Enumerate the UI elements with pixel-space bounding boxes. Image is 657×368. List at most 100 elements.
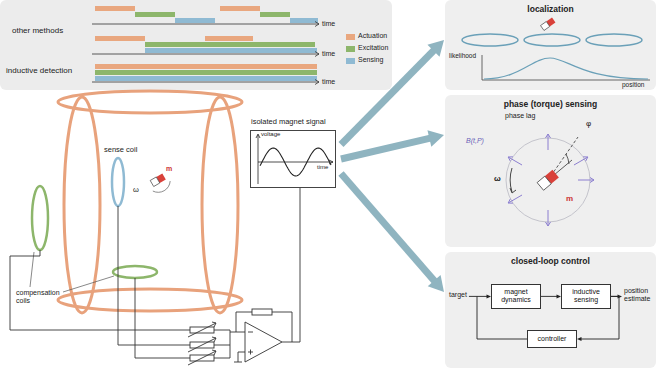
- localization-plot: [462, 34, 642, 46]
- arrow-head: [427, 40, 444, 57]
- phase-plot: [506, 138, 590, 222]
- panel-background: [0, 0, 392, 90]
- phase-plot: [508, 195, 522, 203]
- arrow-head: [428, 275, 444, 292]
- timing-bar: [260, 12, 290, 17]
- signal-plot: [256, 134, 260, 184]
- annotation-label: position estimate: [624, 287, 656, 303]
- phase-plot: [537, 176, 551, 190]
- leader-line: [30, 252, 114, 292]
- annotation-label: likelihood: [449, 52, 476, 59]
- phase-plot: [574, 157, 588, 165]
- compensation-coil: [32, 186, 48, 250]
- wire: [118, 206, 190, 345]
- result-panel: localization: [445, 0, 656, 90]
- annotation-label: ω: [494, 174, 501, 183]
- phase-plot: [578, 178, 594, 183]
- localization-plot: [586, 34, 642, 46]
- arrow-head: [618, 294, 623, 298]
- node-label: isolated magnet signal: [251, 118, 326, 127]
- sense-coil: [112, 158, 124, 206]
- annotation-label: B(t,P): [466, 137, 484, 145]
- timing-bar: [145, 48, 317, 53]
- time-axis: [92, 80, 319, 85]
- panel-title: closed-loop control: [445, 256, 656, 266]
- opamp-symbol: [245, 322, 282, 362]
- compensation-coil: [113, 266, 157, 278]
- legend-swatch: [346, 34, 355, 40]
- localization-plot: [541, 18, 556, 31]
- timing-bar: [95, 6, 318, 81]
- panel-background: [445, 95, 656, 247]
- resistor-symbol: [188, 323, 216, 365]
- connector: [341, 40, 444, 145]
- phase-plot: [566, 154, 569, 164]
- annotation-label: voltage: [261, 131, 280, 138]
- annotation-label: sense coil: [104, 146, 137, 155]
- wire: [238, 352, 245, 362]
- connector: [341, 130, 444, 159]
- panel-background: [445, 0, 656, 90]
- timing-bar: [135, 12, 175, 17]
- annotation-label: compensation coils: [16, 289, 62, 305]
- magnet: [148, 172, 173, 196]
- magnet: [150, 177, 160, 187]
- phase-plot: [510, 168, 516, 193]
- annotation-label: position: [622, 81, 644, 88]
- sense-coil: [112, 158, 124, 206]
- resistor-symbol: [252, 309, 272, 315]
- wire: [234, 362, 242, 363]
- wire: [282, 188, 300, 342]
- timing-bar: [220, 6, 260, 11]
- wire: [10, 188, 300, 362]
- annotation-label: time: [322, 78, 335, 86]
- timing-bar: [145, 42, 315, 47]
- localization-plot: [541, 22, 550, 31]
- connector: [541, 294, 561, 298]
- annotation-label: φ: [586, 119, 591, 128]
- node-label: other methods: [12, 26, 63, 35]
- phase-plot: [546, 134, 551, 150]
- panel-background: [445, 252, 656, 368]
- panel-title: localization: [445, 4, 656, 14]
- leader-line: [30, 252, 34, 287]
- connector: [341, 174, 444, 293]
- time-axis: [92, 22, 319, 85]
- wire: [214, 330, 245, 358]
- localization-plot: [484, 58, 648, 79]
- signal-plot-box: isolated magnet signal: [250, 130, 336, 188]
- legend-swatch: [346, 46, 355, 52]
- time-axis: [92, 22, 319, 27]
- resistor-symbol: [212, 322, 216, 355]
- timing-bar: [95, 76, 317, 81]
- phase-plot: [537, 170, 559, 191]
- phase-plot: [546, 210, 551, 226]
- timing-bar: [95, 36, 145, 41]
- timing-bar: [95, 64, 317, 69]
- signal-plot: [256, 134, 333, 184]
- timing-bar: [205, 36, 253, 41]
- opamp-symbol: [248, 332, 253, 355]
- annotation-label: m: [166, 165, 172, 173]
- connector-line: [341, 138, 430, 159]
- legend-swatch: [346, 58, 355, 64]
- annotation-label: m: [566, 194, 573, 203]
- connector-line: [341, 174, 435, 282]
- leader-line: [63, 276, 114, 292]
- wire: [10, 250, 190, 330]
- timing-panel: other methodsinductive detection: [0, 0, 392, 90]
- magnet: [153, 181, 173, 196]
- wire: [135, 278, 190, 358]
- annotation-label: time: [322, 20, 335, 28]
- actuation-coil: [202, 97, 238, 313]
- annotation-label: phase lag: [505, 112, 535, 120]
- actuation-coil: [64, 97, 100, 313]
- legend-label: Excitation: [358, 44, 388, 52]
- connector-line: [341, 50, 434, 145]
- process-box: controller: [527, 330, 577, 348]
- process-box: inductive sensing: [561, 284, 611, 309]
- localization-plot: [482, 55, 650, 80]
- signal-plot: [258, 160, 333, 164]
- connector-line: [541, 296, 558, 297]
- compensation-coil: [32, 186, 157, 278]
